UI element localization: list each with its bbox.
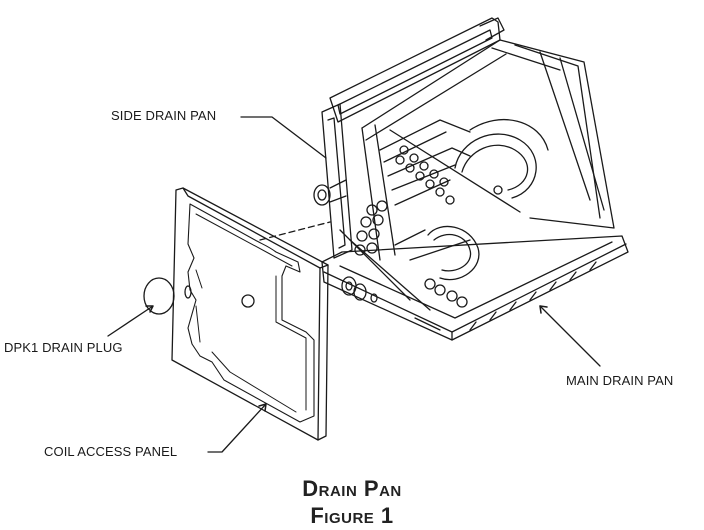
leader-side-drain-pan — [240, 116, 327, 159]
side-drain-pan-label: SIDE DRAIN PAN — [111, 108, 217, 123]
drain-plug — [143, 277, 175, 315]
main-drain-pan — [321, 235, 629, 341]
caption-title: Drain Pan — [302, 476, 402, 501]
arrow-coil-access-panel — [258, 403, 267, 412]
dpk1-drain-plug-label: DPK1 DRAIN PLUG — [4, 340, 123, 355]
caption-figure: Figure 1 — [310, 503, 394, 528]
arrow-drain-plug — [145, 305, 154, 313]
leader-coil-access-panel — [207, 403, 267, 453]
leader-main-drain-pan — [539, 305, 601, 367]
coil-access-panel-label: COIL ACCESS PANEL — [44, 444, 178, 459]
leader-drain-plug — [107, 305, 154, 337]
side-drain-pan — [321, 103, 353, 259]
coil-access-panel — [171, 187, 329, 441]
main-drain-pan-label: MAIN DRAIN PAN — [566, 373, 674, 388]
coil-unit — [313, 17, 629, 341]
alignment-line — [259, 221, 331, 241]
arrow-main-drain-pan — [539, 305, 548, 314]
